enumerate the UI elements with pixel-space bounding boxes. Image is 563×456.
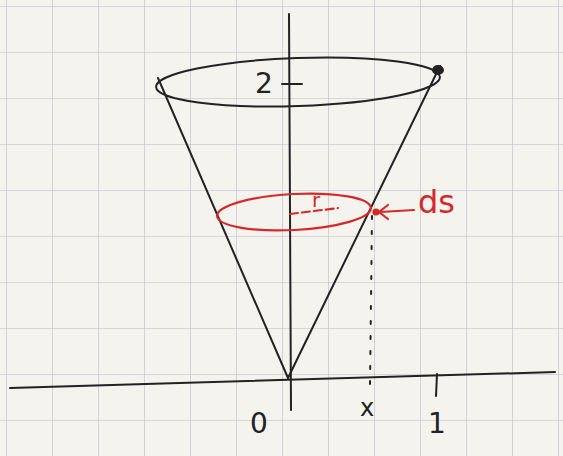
ds-dot (374, 210, 379, 215)
origin-label: 0 (250, 410, 268, 438)
dotted-projection (370, 216, 372, 385)
rim-dot (433, 66, 443, 74)
x-one-label: 1 (428, 410, 446, 438)
arc-length-label: ds (418, 186, 455, 218)
cone-right-edge (288, 66, 440, 378)
x-tick (436, 374, 437, 396)
radius-label: r (312, 190, 320, 210)
red-ring (216, 190, 372, 234)
cone-top-ellipse (155, 53, 441, 111)
y-tick (282, 83, 302, 85)
height-label: 2 (255, 70, 273, 98)
x-label: x (360, 396, 374, 420)
cone-left-edge (158, 78, 288, 378)
y-axis (289, 14, 291, 410)
x-axis (10, 372, 555, 388)
ds-arrow (379, 205, 414, 219)
